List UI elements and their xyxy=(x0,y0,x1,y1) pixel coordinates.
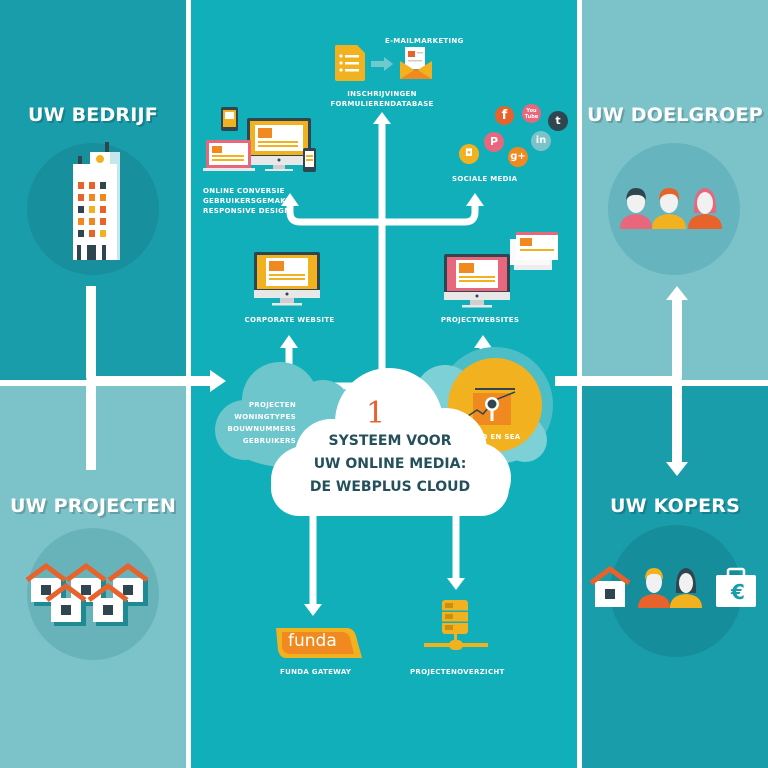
funda-gateway-label: FUNDA GATEWAY xyxy=(280,668,352,676)
cloud-title-line-1: SYSTEEM VOOR xyxy=(328,433,452,449)
arrow-right-small-icon xyxy=(371,57,393,71)
left-cloud-line-4: GEBRUIKERS xyxy=(242,437,296,445)
arrow-right-icon xyxy=(210,370,226,392)
facebook-icon[interactable]: f xyxy=(495,106,514,125)
instagram-icon[interactable]: ◘ xyxy=(459,144,479,164)
sociale-media-label: SOCIALE MEDIA xyxy=(452,175,518,183)
responsive-line-1: ONLINE CONVERSIE xyxy=(203,187,285,195)
responsive-line-3: RESPONSIVE DESIGN xyxy=(203,207,291,215)
arrow-up-email xyxy=(373,112,391,124)
projectwebsites-icon xyxy=(444,232,558,308)
arrow-up-responsive xyxy=(281,193,299,206)
office-building-icon xyxy=(73,142,120,260)
arrow-down-overview xyxy=(447,578,465,590)
cloud-number: 1 xyxy=(366,396,386,431)
email-envelope-icon xyxy=(400,47,432,79)
left-cloud-line-2: WONINGTYPES xyxy=(234,413,296,421)
main-cloud xyxy=(271,368,511,516)
arrow-up-project xyxy=(474,335,492,348)
left-cloud-line-3: BOUWNUMMERS xyxy=(227,425,296,433)
left-connector xyxy=(86,286,210,470)
uw-doelgroep-title: UW DOELGROEP xyxy=(587,104,763,126)
house-icon xyxy=(87,582,129,626)
pinterest-icon[interactable]: P xyxy=(484,132,504,152)
projectenoverzicht-label: PROJECTENOVERZICHT xyxy=(410,668,505,676)
linkedin-icon[interactable]: in xyxy=(531,131,551,151)
arrow-down-funda xyxy=(304,604,322,616)
euro-symbol: € xyxy=(731,580,745,604)
seo-chart-icon xyxy=(464,388,516,425)
arrow-down-icon xyxy=(666,462,688,476)
arrow-up-social xyxy=(466,193,484,206)
funda-logo-icon xyxy=(276,628,362,658)
uw-bedrijf-title: UW BEDRIJF xyxy=(28,104,158,126)
arrow-up-icon xyxy=(666,286,688,300)
formulierendatabase-label: FORMULIERENDATABASE xyxy=(330,100,434,108)
emailmarketing-label: E-MAILMARKETING xyxy=(385,37,464,45)
server-network-icon xyxy=(424,600,488,650)
inschrijvingen-label: INSCHRIJVINGEN xyxy=(347,90,417,98)
corporate-website-label: CORPORATE WEBSITE xyxy=(244,316,335,324)
branch-top xyxy=(286,205,479,226)
seo-en-sea-label: SEO EN SEA xyxy=(471,433,521,441)
form-document-icon xyxy=(335,45,365,81)
left-cloud-line-1: PROJECTEN xyxy=(248,401,296,409)
cloud-title-line-3: DE WEBPLUS CLOUD xyxy=(309,479,471,495)
twitter-icon[interactable]: t xyxy=(548,111,568,131)
corporate-monitor-icon xyxy=(254,252,320,306)
cloud-title-line-2: UW ONLINE MEDIA: xyxy=(313,456,467,472)
google-plus-icon[interactable]: g+ xyxy=(508,147,528,167)
right-connector xyxy=(555,300,682,462)
people-group-icon xyxy=(620,188,722,229)
youtube-icon[interactable]: You Tube xyxy=(522,104,541,123)
uw-kopers-title: UW KOPERS xyxy=(609,495,741,517)
uw-projecten-title: UW PROJECTEN xyxy=(10,495,176,517)
houses-icon xyxy=(25,562,149,626)
projectwebsites-label: PROJECTWEBSITES xyxy=(440,316,520,324)
funda-logo-text: funda xyxy=(288,631,337,651)
responsive-devices-icon xyxy=(203,107,316,172)
responsive-line-2: GEBRUIKERSGEMAK xyxy=(203,197,287,205)
house-icon xyxy=(45,582,87,626)
house-couple-money-icon xyxy=(589,565,756,608)
arrow-up-corporate xyxy=(280,335,298,348)
